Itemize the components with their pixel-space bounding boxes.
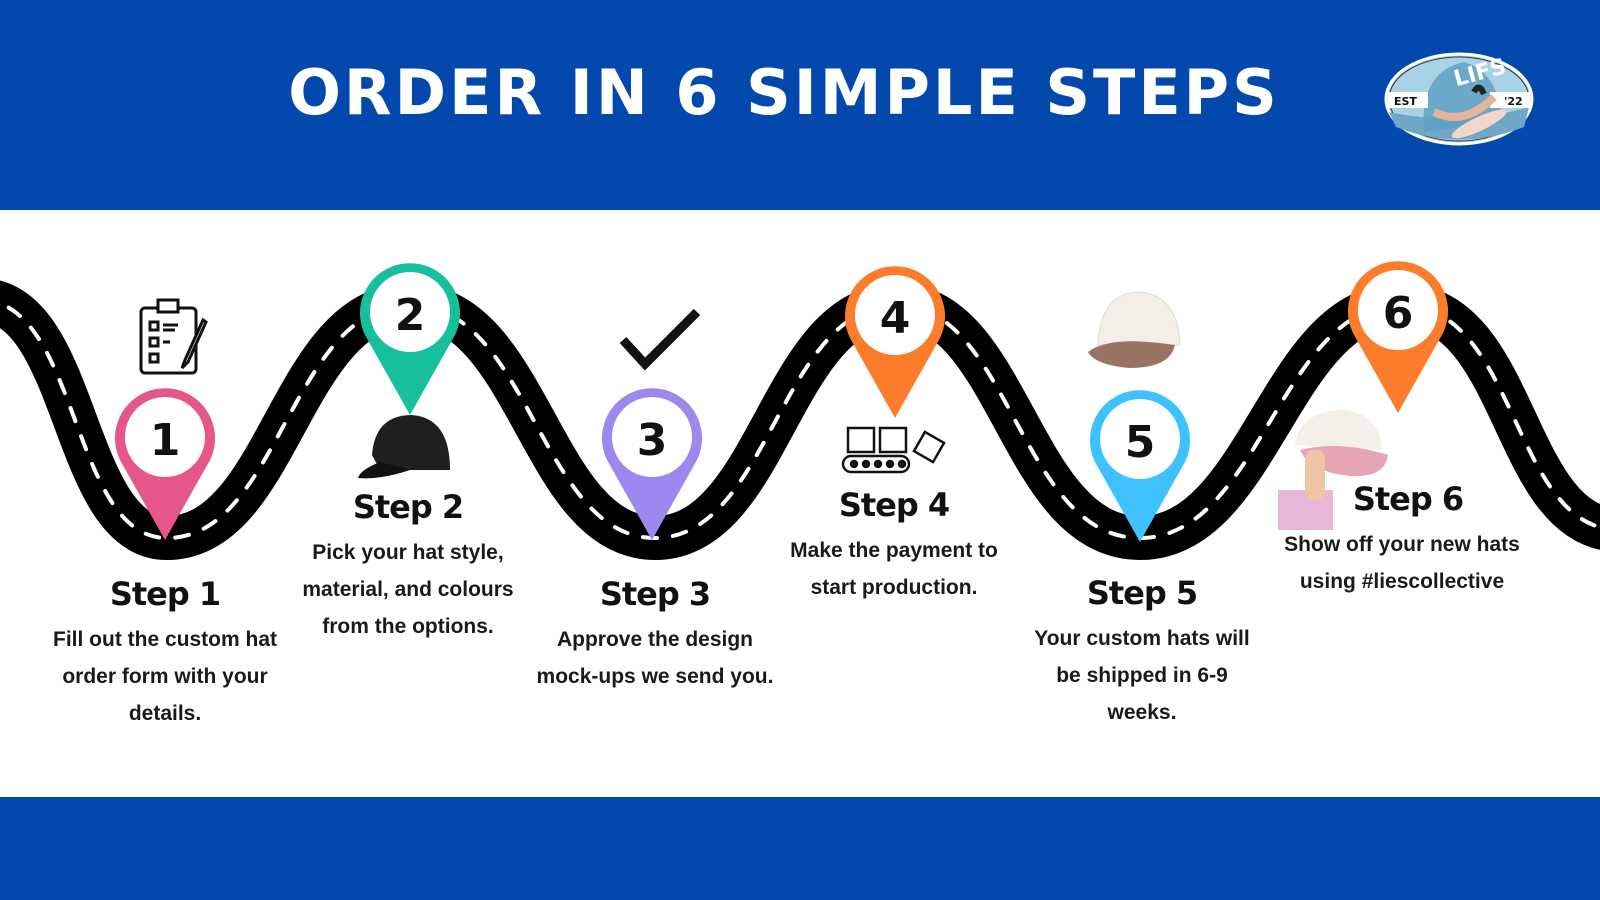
step-4: Step 4 Make the payment to start product…: [778, 486, 1010, 606]
step-description: Pick your hat style, material, and colou…: [302, 541, 514, 638]
svg-text:'22: '22: [1504, 95, 1523, 108]
pin-step-3: 3: [602, 388, 702, 540]
pin-step-5: 5: [1090, 390, 1190, 542]
step-label: Step 3: [599, 575, 711, 613]
pin-step-1: 1: [114, 388, 215, 540]
step-3: Step 3 Approve the design mock-ups we se…: [535, 575, 775, 695]
pin-step-2: 2: [360, 263, 460, 415]
clipboard-checklist-icon: [139, 298, 208, 375]
step-5: Step 5 Your custom hats will be shipped …: [1022, 574, 1262, 731]
step-label: Step 6: [1352, 480, 1464, 518]
svg-text:6: 6: [1383, 288, 1414, 339]
checkmark-icon: [619, 308, 701, 371]
svg-text:1: 1: [150, 415, 181, 466]
black-cap-icon: [358, 415, 450, 479]
pin-step-4: 4: [845, 266, 945, 418]
page-title: ORDER IN 6 SIMPLE STEPS: [288, 56, 1280, 129]
step-label: Step 1: [109, 575, 221, 613]
step-description: Show off your new hats using #liescollec…: [1284, 533, 1520, 593]
step-description: Fill out the custom hat order form with …: [53, 628, 277, 725]
pin-step-6: 6: [1348, 261, 1448, 413]
step-description: Your custom hats will be shipped in 6-9 …: [1034, 627, 1250, 724]
svg-text:4: 4: [880, 293, 911, 344]
conveyor-boxes-icon: [841, 426, 946, 474]
svg-text:5: 5: [1125, 417, 1156, 468]
step-description: Make the payment to start production.: [790, 539, 998, 599]
step-1: Step 1 Fill out the custom hat order for…: [45, 575, 285, 732]
footer-banner: [0, 797, 1600, 900]
step-6: Step 6 Show off your new hats using #lie…: [1282, 480, 1522, 600]
header-banner: [0, 0, 1600, 210]
svg-text:3: 3: [637, 415, 668, 466]
step-label: Step 4: [838, 486, 950, 524]
step-label: Step 5: [1086, 574, 1198, 612]
step-label: Step 2: [352, 488, 464, 526]
step-2: Step 2 Pick your hat style, material, an…: [288, 488, 528, 645]
svg-text:2: 2: [395, 290, 426, 341]
hand-holding-cap-icon: [1278, 410, 1388, 530]
cap-photo-icon: [1088, 291, 1181, 368]
step-description: Approve the design mock-ups we send you.: [536, 628, 774, 688]
lifs-logo: EST '22 LIFS: [1384, 52, 1534, 146]
svg-text:EST: EST: [1394, 95, 1417, 108]
